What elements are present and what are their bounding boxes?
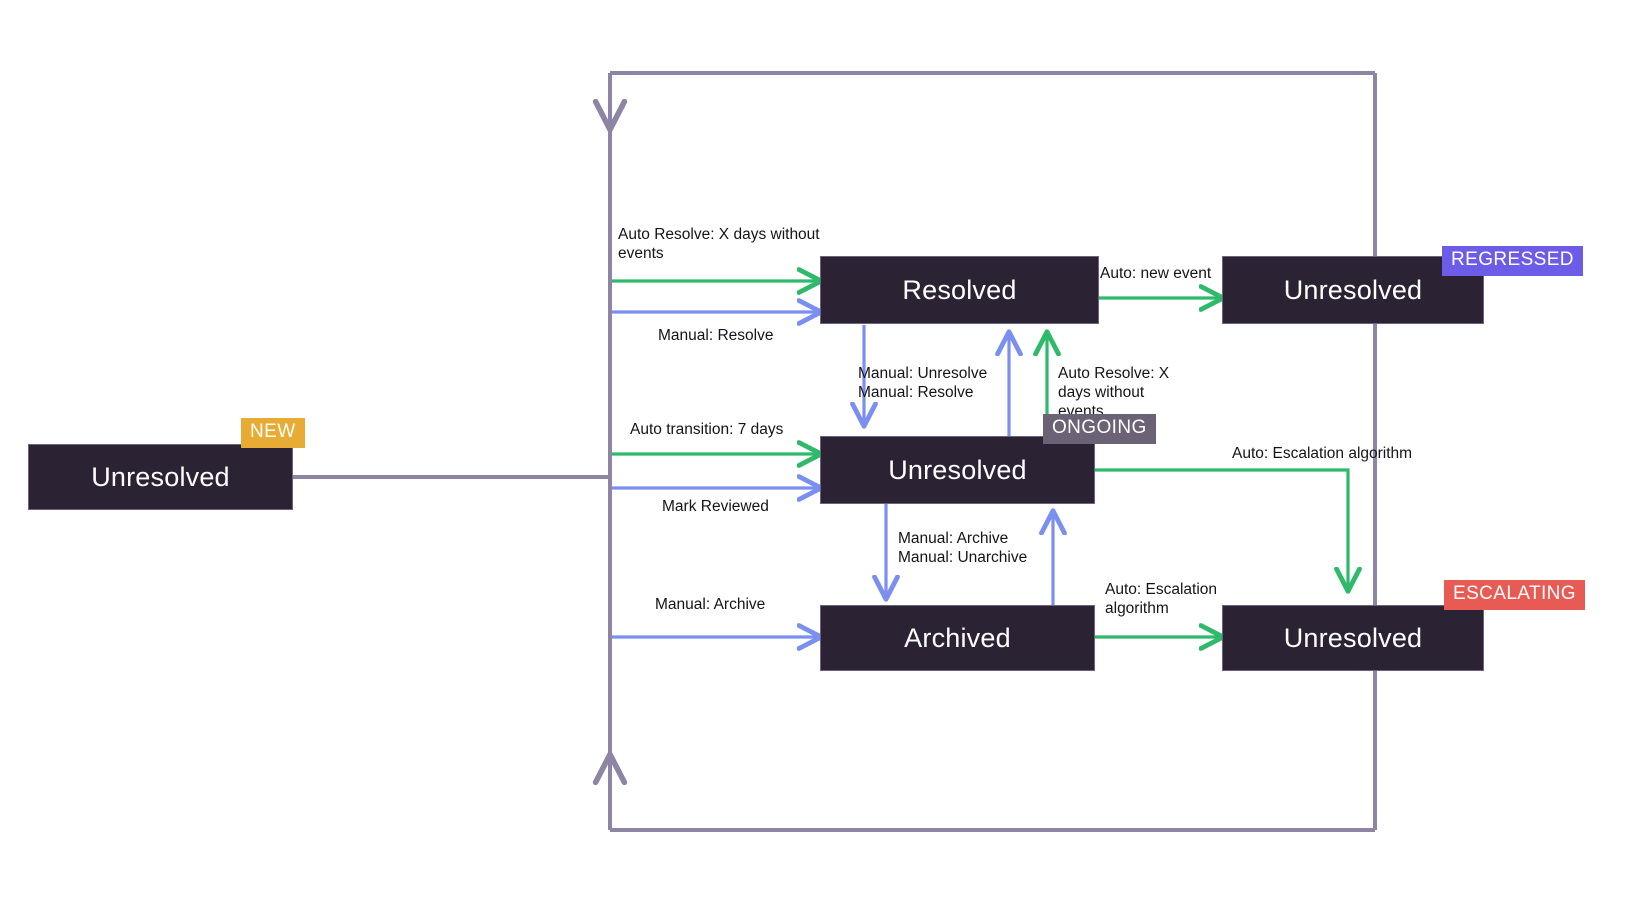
badge-label: REGRESSED: [1451, 249, 1574, 270]
state-label: Resolved: [902, 274, 1017, 305]
state-box-new-unresolved[interactable]: Unresolved: [28, 444, 293, 510]
status-badge-ongoing: ONGOING: [1043, 414, 1156, 444]
state-box-regressed-unresolved[interactable]: Unresolved: [1222, 256, 1484, 324]
state-box-resolved[interactable]: Resolved: [820, 256, 1099, 324]
state-box-archived[interactable]: Archived: [820, 605, 1095, 671]
badge-label: NEW: [250, 421, 296, 442]
edge-label-auto-new-event: Auto: new event: [1100, 265, 1212, 282]
status-badge-escalating: ESCALATING: [1444, 580, 1585, 610]
edge-label-auto-transition-7-days: Auto transition: 7 days: [630, 421, 784, 438]
state-label: Unresolved: [888, 454, 1027, 485]
edge-label-mark-reviewed: Mark Reviewed: [662, 498, 769, 515]
state-box-escalating-unresolved[interactable]: Unresolved: [1222, 605, 1484, 671]
badge-label: ESCALATING: [1453, 583, 1576, 604]
edge-label-auto-escalation-algorithm-bottom: Auto: Escalation algorithm: [1105, 581, 1218, 617]
edge-label-manual-archive-unarchive: Manual: Archive Manual: Unarchive: [898, 530, 1028, 566]
badge-label: ONGOING: [1052, 417, 1147, 438]
edge-label-manual-archive: Manual: Archive: [655, 596, 766, 613]
status-badge-new: NEW: [241, 418, 305, 448]
edge-label-manual-resolve: Manual: Resolve: [658, 327, 774, 344]
edge-label-manual-unresolve-resolve: Manual: Unresolve Manual: Resolve: [858, 365, 988, 401]
state-label: Unresolved: [1283, 622, 1423, 653]
state-label: Unresolved: [1283, 274, 1423, 305]
edge-label-auto-resolve-x-days: Auto Resolve: X days without events: [618, 226, 820, 262]
edge-label-auto-resolve-x-days-ongoing: Auto Resolve: X days without events: [1058, 365, 1170, 420]
state-label: Unresolved: [91, 461, 230, 492]
state-label: Archived: [904, 622, 1011, 653]
edge-auto-escalation-ongoing: [1095, 468, 1348, 590]
edge-frame-loop: [285, 71, 1377, 832]
edge-label-auto-escalation-algorithm-top: Auto: Escalation algorithm: [1232, 445, 1413, 462]
status-badge-regressed: REGRESSED: [1442, 246, 1583, 276]
state-box-ongoing-unresolved[interactable]: Unresolved: [820, 436, 1095, 504]
